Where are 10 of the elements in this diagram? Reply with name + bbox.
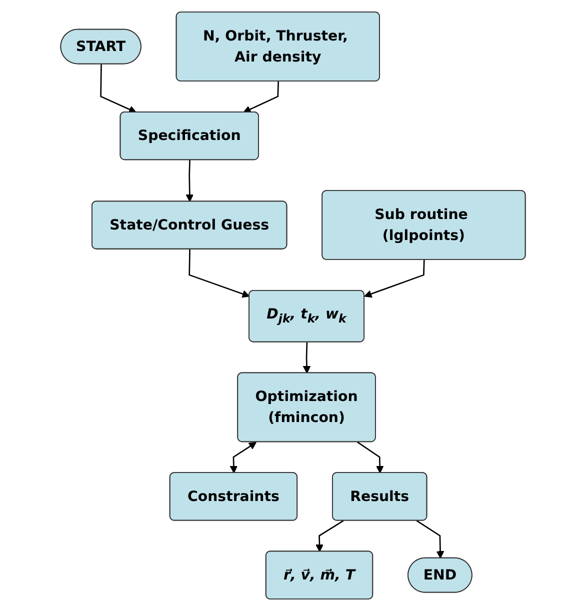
arrow xyxy=(186,160,194,202)
arrow xyxy=(230,442,257,474)
arrow xyxy=(188,249,250,298)
arrow xyxy=(302,342,311,374)
arrow xyxy=(100,64,136,114)
arrow xyxy=(416,520,444,559)
arrow xyxy=(364,260,425,298)
arrow xyxy=(243,81,279,113)
arrow xyxy=(316,520,344,552)
arrow xyxy=(357,442,384,474)
